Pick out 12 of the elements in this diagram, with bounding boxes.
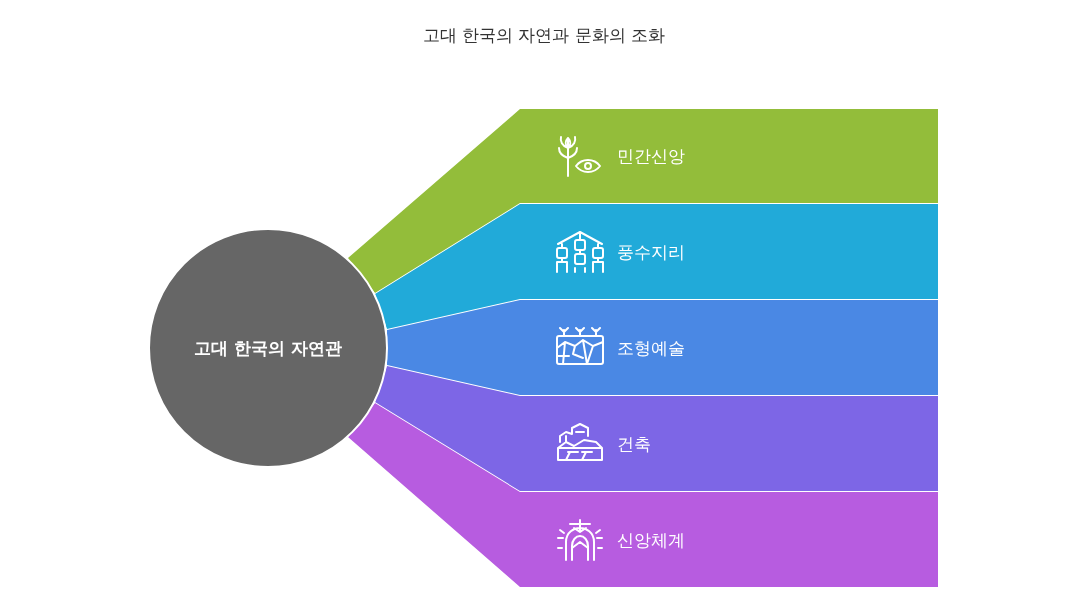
fan-band	[375, 366, 938, 491]
title: 고대 한국의 자연과 문화의 조화	[421, 24, 667, 47]
category-label: 건축	[617, 432, 651, 456]
category-label: 민간신앙	[617, 145, 685, 168]
hub-label: 고대 한국의 자연관	[194, 336, 342, 360]
fan-band	[375, 204, 938, 329]
category-label: 풍수지리	[617, 240, 685, 264]
fan-band	[348, 109, 938, 293]
fan-band	[348, 403, 938, 587]
category-label: 신앙체계	[617, 528, 685, 552]
fan-band	[387, 300, 938, 395]
category-label: 조형예술	[617, 336, 685, 360]
